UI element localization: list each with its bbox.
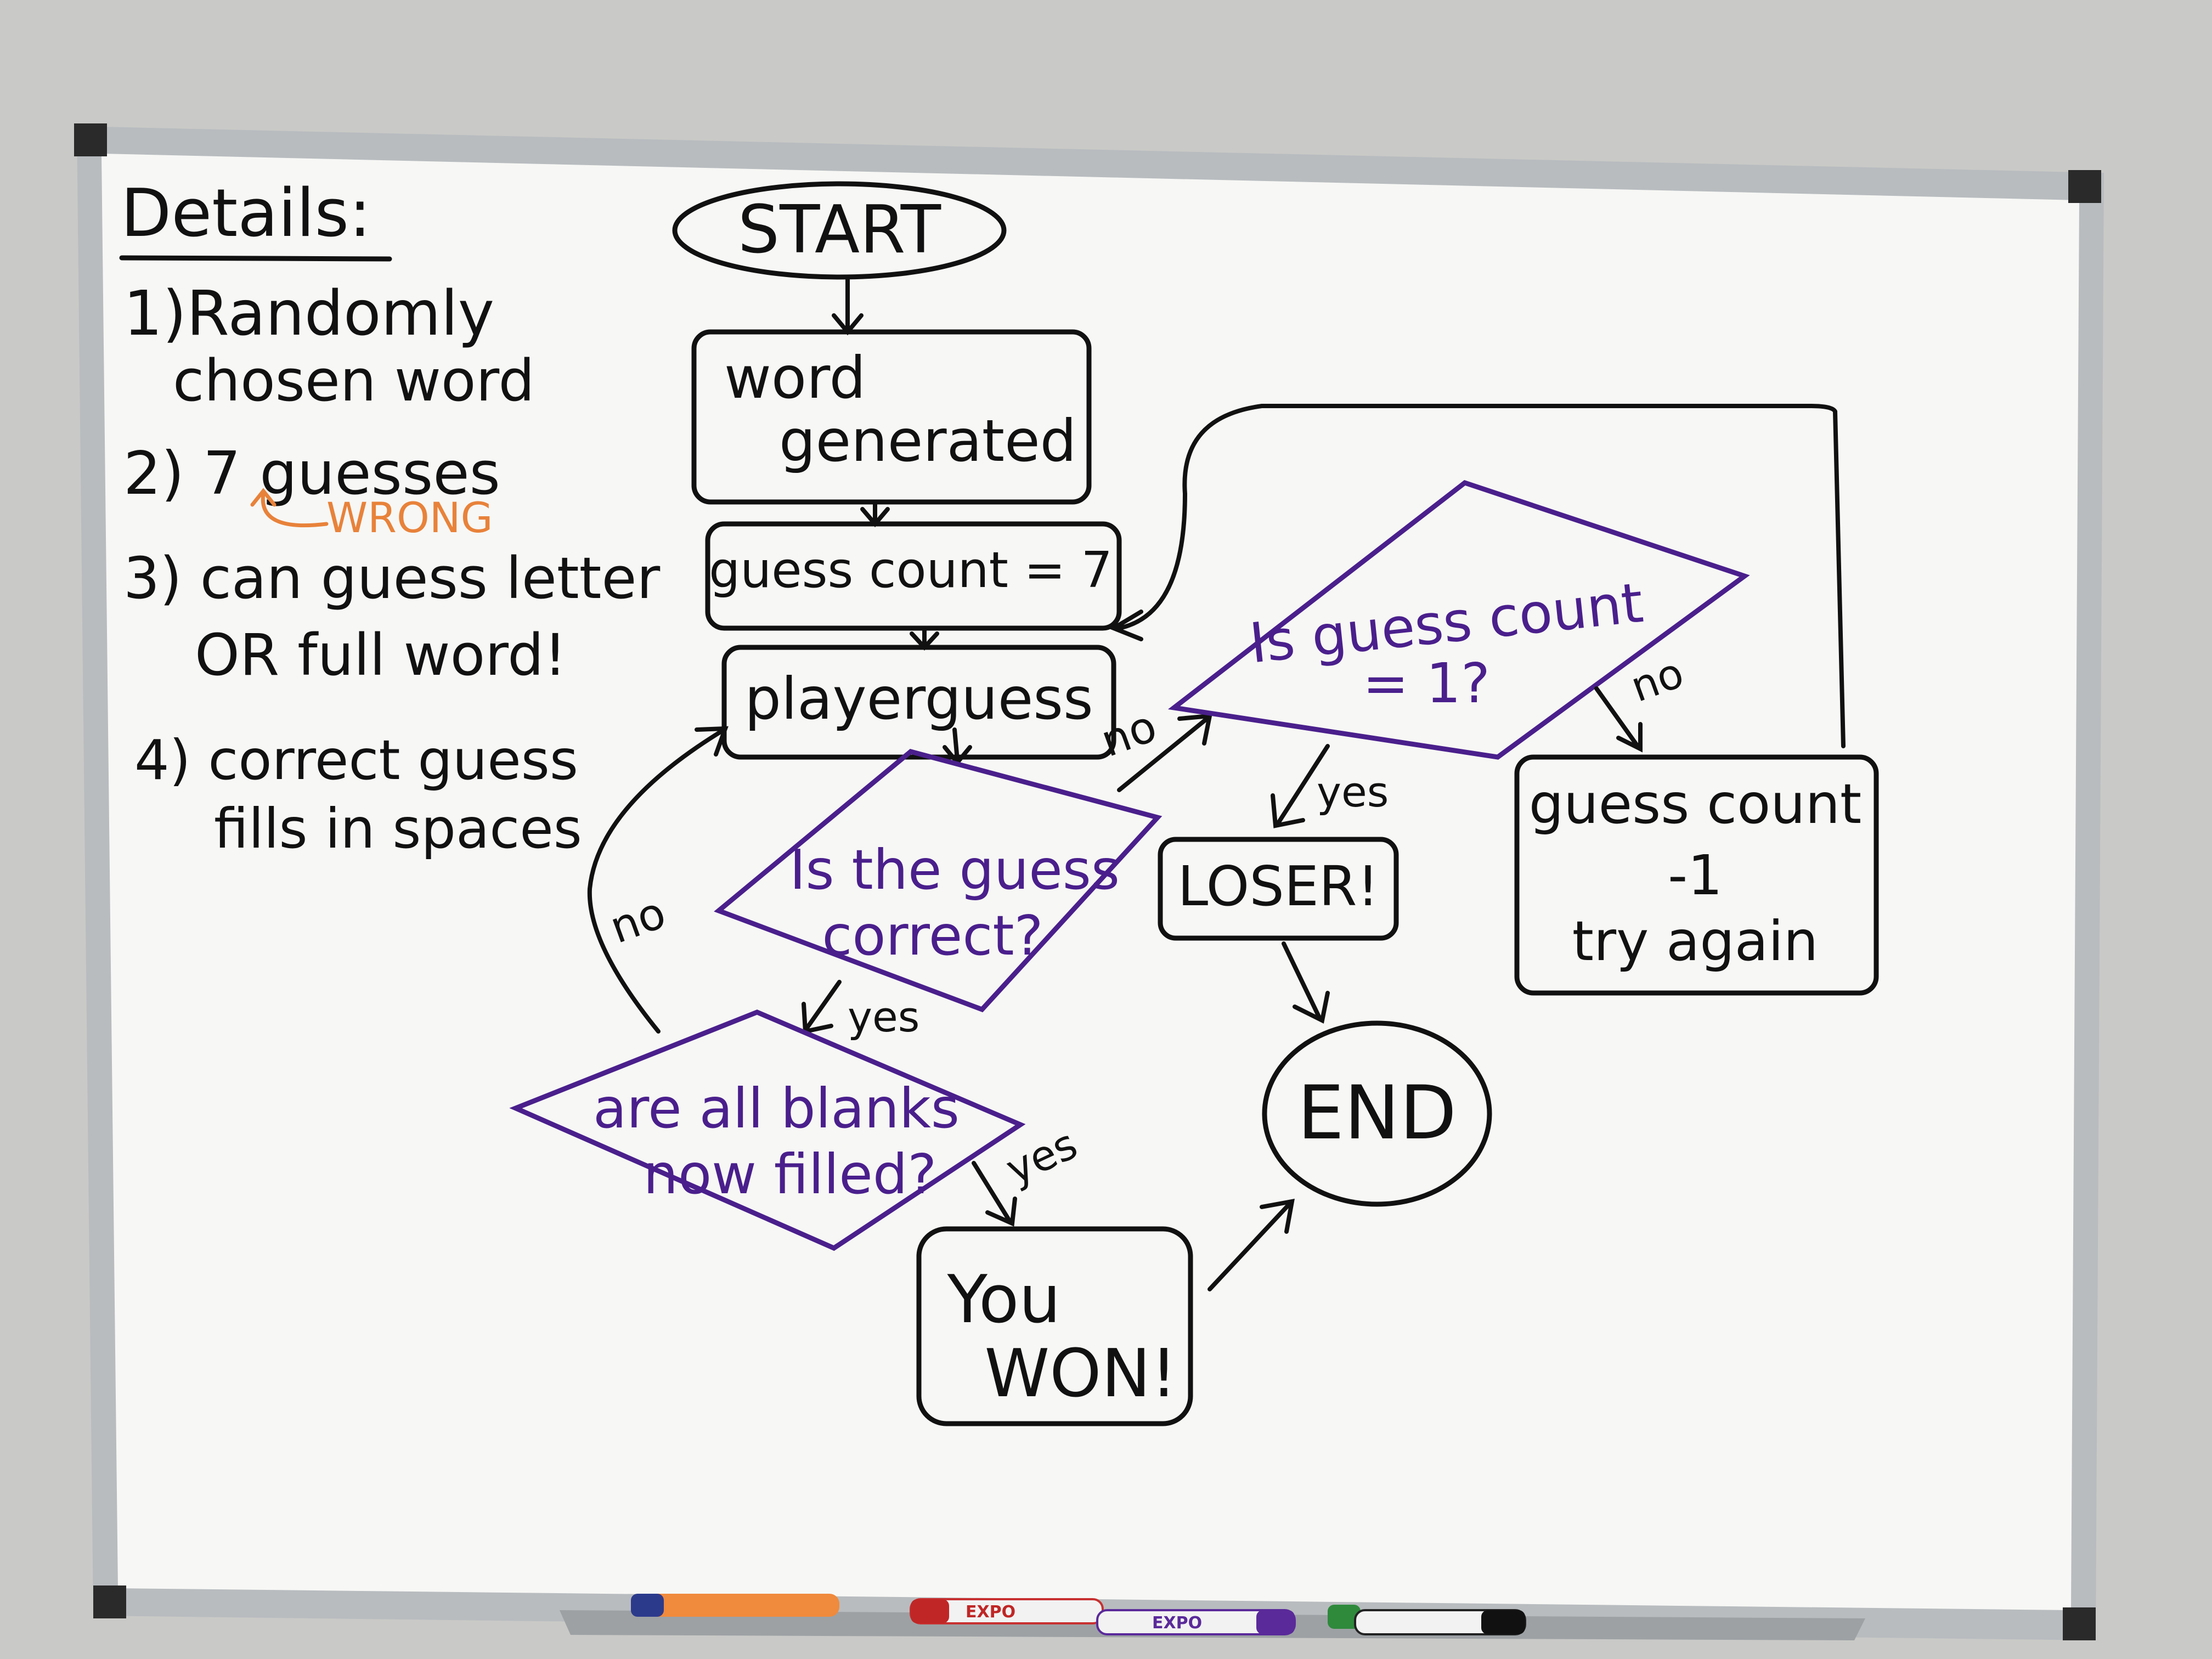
detail-item-1-line-2: chosen word: [173, 347, 535, 414]
corner-cap-bottom-left: [93, 1585, 126, 1618]
end-node: [1262, 1020, 1492, 1207]
flowchart: START word generated guess count = 7 pla…: [509, 181, 1879, 1426]
word-generated-node: [691, 329, 1092, 505]
details-heading: Details:: [121, 176, 371, 252]
end-label: END: [1297, 1070, 1457, 1156]
arrow-loser-to-end: [1282, 941, 1330, 1024]
decrement-line-2: -1: [1668, 843, 1723, 907]
loser-label: LOSER!: [1177, 854, 1379, 918]
start-label: START: [738, 192, 941, 268]
arrow-count-no-to-decrement: [1594, 686, 1643, 753]
arrow-won-to-end: [1207, 1199, 1295, 1291]
you-won-node: [916, 1226, 1193, 1426]
guess-count-init-node: [705, 521, 1122, 631]
note-arrow: [250, 488, 329, 528]
word-generated-line-2: generated: [779, 408, 1076, 475]
player-guess-node: [721, 645, 1116, 760]
loser-node: [1158, 837, 1399, 941]
blanks-filled-line-2: now filled?: [644, 1142, 937, 1206]
blanks-filled-line-1: are all blanks: [593, 1076, 960, 1141]
marker-brand-1: EXPO: [966, 1602, 1015, 1622]
details-list: Details: 1)Randomly chosen word 2) 7 gue…: [119, 176, 660, 861]
marker-purple: EXPO: [1096, 1609, 1296, 1635]
detail-item-1-line-1: 1)Randomly: [123, 278, 494, 349]
marker-black: [1354, 1609, 1526, 1635]
detail-item-4-line-2: fills in spaces: [214, 797, 582, 861]
heading-underline: [119, 255, 392, 262]
arrow-blanks-yes-to-won: [972, 1161, 1017, 1227]
detail-item-3-line-1: 3) can guess letter: [123, 545, 660, 612]
board-surface: [101, 154, 2079, 1610]
detail-item-2-line-1: 2) 7 guesses: [123, 439, 500, 508]
arrow-correct-no-to-count-check: [1117, 713, 1212, 792]
guess-correct-line-1: Is the guess: [789, 838, 1120, 902]
start-node: [672, 181, 1007, 280]
arrow-decrement-loop-to-player: [1109, 404, 1846, 748]
decrement-line-1: guess count: [1529, 772, 1862, 836]
corner-cap-bottom-right: [2063, 1607, 2096, 1640]
label-yes-count: yes: [1317, 768, 1389, 816]
label-yes-correct: yes: [848, 992, 919, 1041]
count-check-line-2: = 1?: [1363, 651, 1490, 715]
blanks-filled-decision: [509, 1009, 1026, 1251]
you-won-line-2: WON!: [985, 1336, 1177, 1412]
decrement-line-3: try again: [1572, 909, 1819, 973]
guess-count-init-label: guess count = 7: [709, 541, 1113, 599]
marker-green: [1328, 1605, 1361, 1629]
player-guess-label: playerguess: [744, 665, 1093, 732]
corner-cap-top-left: [74, 123, 107, 156]
decrement-node: [1514, 754, 1879, 996]
count-check-decision: [1167, 479, 1750, 760]
marker-brand-2: EXPO: [1152, 1613, 1202, 1633]
arrow-count-yes-to-loser: [1271, 744, 1330, 828]
detail-item-3-line-2: OR full word!: [195, 622, 567, 689]
guess-correct-line-2: correct?: [822, 904, 1043, 968]
arrow-blanks-no-to-player: [587, 726, 729, 1034]
word-generated-line-1: word: [724, 345, 866, 411]
you-won-line-1: You: [947, 1262, 1061, 1338]
detail-item-4-line-1: 4) correct guess: [134, 728, 578, 792]
marker-red: EXPO: [910, 1598, 1104, 1624]
detail-item-2-note: WRONG: [326, 493, 493, 542]
marker-orange: [631, 1594, 839, 1617]
guess-correct-decision: [714, 749, 1163, 1013]
corner-cap-top-right: [2068, 170, 2101, 203]
